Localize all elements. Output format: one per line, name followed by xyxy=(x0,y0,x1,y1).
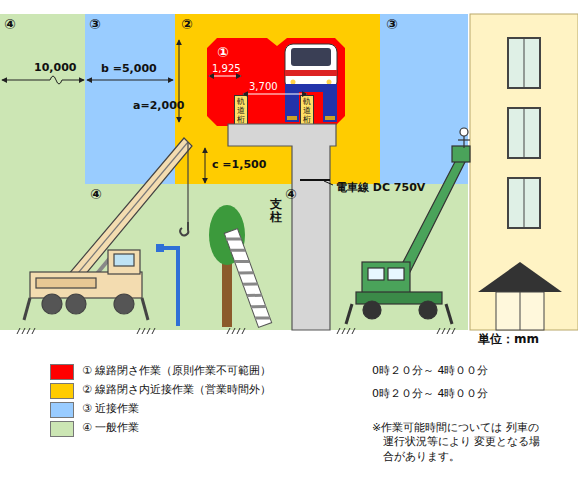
dimension-label: b =5,000 xyxy=(101,63,157,76)
zone-closure-proximity: ② ① 軌道桁 軌道桁 xyxy=(175,14,380,184)
track-girder: 軌道桁 xyxy=(300,95,314,128)
zone-number: ③ xyxy=(386,16,398,32)
zone-number: ④ xyxy=(285,186,297,202)
dimension-label: c =1,500 xyxy=(212,159,266,172)
legend-text: ③ 近接作業 xyxy=(82,403,139,416)
zone-number: ④ xyxy=(4,16,16,32)
dimension-label: 3,700 xyxy=(249,81,278,93)
girder-label: 軌道桁 xyxy=(303,98,311,124)
girder-label: 軌道桁 xyxy=(237,98,245,124)
time-text: 0時２０分～ 4時００分 xyxy=(372,365,489,378)
legend-swatch xyxy=(50,383,74,399)
legend-swatch xyxy=(50,364,74,380)
legend-text: ④ 一般作業 xyxy=(82,422,139,435)
legend-swatch xyxy=(50,421,74,437)
dimension-label: a=2,000 xyxy=(133,100,184,113)
legend-text: ② 線路閉さ内近接作業（営業時間外） xyxy=(82,384,271,397)
note-text: ※作業可能時間については 列車の運行状況等により 変更となる場合があります。 xyxy=(372,421,543,464)
legend-swatch xyxy=(50,402,74,418)
dimension-label: 1,925 xyxy=(212,63,241,75)
track-girder: 軌道桁 xyxy=(234,95,248,128)
zone-number: ② xyxy=(181,16,193,32)
dimension-label: 10,000 xyxy=(34,62,76,75)
dimension-label: 単位：mm xyxy=(478,333,539,347)
building xyxy=(470,14,578,330)
zone-proximity: ③ xyxy=(85,14,175,184)
dimension-label: 支柱 xyxy=(270,198,282,224)
zone-number: ① xyxy=(217,44,229,60)
zone-proximity: ③ xyxy=(380,14,468,184)
dimension-label: 電車線 DC 750V xyxy=(336,182,425,195)
legend-text: ① 線路閉さ作業（原則作業不可範囲） xyxy=(82,365,271,378)
zone-number: ④ xyxy=(90,186,102,202)
time-text: 0時２０分～ 4時００分 xyxy=(372,388,489,401)
zone-number: ③ xyxy=(89,16,101,32)
